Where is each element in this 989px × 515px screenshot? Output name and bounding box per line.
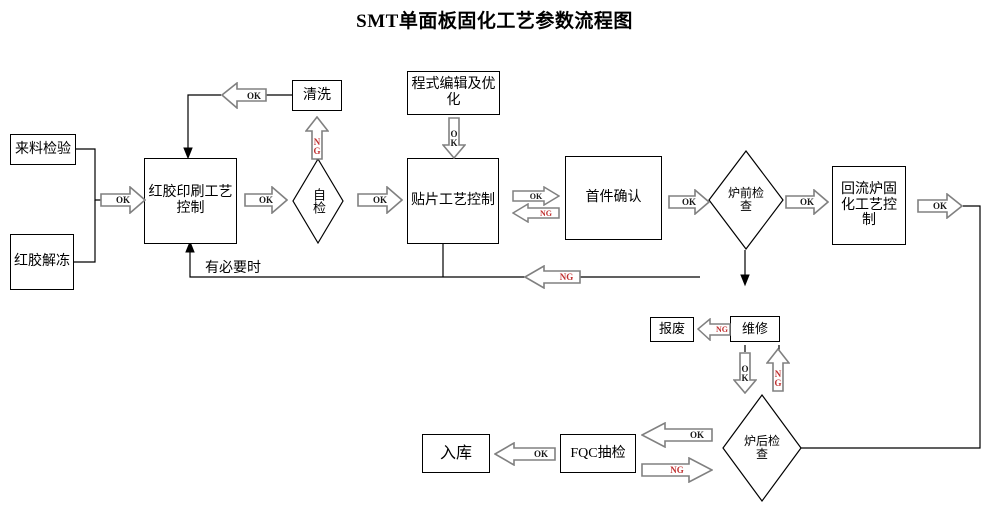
- decision-post-oven-check[interactable]: 炉后检查: [722, 393, 802, 503]
- node-cleaning[interactable]: 清洗: [292, 80, 342, 111]
- arrow-label: NG: [773, 369, 783, 387]
- node-glue-print-control[interactable]: 红胶印刷工艺控制: [144, 158, 237, 244]
- arrow-label: OK: [246, 90, 261, 101]
- decision-pre-oven-check[interactable]: 炉前检查: [708, 150, 784, 250]
- decision-label: 自检: [311, 188, 327, 214]
- arrow-start-to-print: OK: [100, 186, 146, 214]
- arrow-label: OK: [681, 197, 696, 207]
- arrow-selfcheck-to-mount: OK: [357, 186, 403, 214]
- arrow-label: NG: [716, 325, 728, 334]
- decision-label-text: 炉前检查: [728, 186, 765, 213]
- arrow-label: NG: [540, 208, 552, 218]
- arrow-label: NG: [670, 465, 684, 475]
- arrow-preoven-to-reflow: OK: [785, 189, 829, 215]
- arrow-label: NG: [559, 272, 574, 282]
- arrow-first-article-ng-to-mount: NG: [512, 203, 560, 223]
- node-label: 贴片工艺控制: [411, 193, 495, 209]
- arrow-fqc-to-warehouse: OK: [494, 442, 556, 466]
- arrow-label: OK: [258, 195, 273, 205]
- arrow-label: NG: [312, 137, 322, 155]
- arrow-fqc-ng-out: NG: [641, 457, 713, 483]
- arrow-reflow-to-postoven: OK: [917, 193, 963, 219]
- diamond-shape: [292, 157, 344, 245]
- node-label: 入库: [439, 444, 472, 462]
- node-label: 红胶解冻: [14, 254, 70, 270]
- node-label: FQC抽检: [570, 445, 626, 461]
- arrow-program-to-mount: OK: [442, 117, 466, 159]
- node-label: 报废: [658, 321, 685, 337]
- arrow-first-article-to-preoven: OK: [668, 189, 710, 215]
- node-label: 维修: [741, 320, 768, 336]
- arrow-print-to-selfcheck: OK: [244, 186, 288, 214]
- diamond-shape: [708, 150, 784, 250]
- node-first-article-confirm[interactable]: 首件确认: [565, 156, 662, 240]
- node-mount-process-control[interactable]: 贴片工艺控制: [407, 158, 499, 244]
- arrow-label: OK: [529, 191, 543, 201]
- arrow-repair-ng-to-scrap: NG: [697, 318, 731, 341]
- node-glue-thawing[interactable]: 红胶解冻: [10, 234, 74, 290]
- label-if-necessary: 有必要时: [205, 261, 261, 276]
- node-fqc-sampling[interactable]: FQC抽检: [560, 434, 636, 473]
- arrow-cleaning-to-print: OK: [221, 82, 267, 109]
- node-scrap[interactable]: 报废: [650, 317, 694, 342]
- node-label: 红胶印刷工艺控制: [148, 185, 233, 216]
- arrow-postoven-ng-up-repair: NG: [766, 348, 790, 392]
- arrow-mount-to-first-article: OK: [512, 186, 560, 206]
- diamond-shape: [722, 393, 802, 503]
- arrow-postoven-ok-down: OK: [733, 352, 757, 394]
- arrow-label: OK: [115, 195, 130, 205]
- node-warehouse[interactable]: 入库: [422, 434, 490, 473]
- decision-label: 炉前检查: [708, 150, 784, 250]
- node-label: 清洗: [303, 87, 331, 103]
- arrow-postoven-ok-to-fqc: OK: [641, 422, 713, 448]
- arrow-label: OK: [533, 449, 548, 459]
- decision-label-text: 炉后检查: [744, 434, 781, 461]
- arrow-label: OK: [740, 364, 750, 382]
- arrow-selfcheck-ng-to-cleaning: NG: [305, 116, 329, 160]
- arrow-label: OK: [449, 129, 459, 147]
- page-title: SMT单面板固化工艺参数流程图: [356, 11, 633, 32]
- arrow-preoven-ng-back: NG: [524, 265, 581, 289]
- node-label: 回流炉固化工艺控制: [841, 181, 897, 229]
- decision-label: 炉后检查: [722, 394, 802, 502]
- node-label: 首件确认: [585, 190, 642, 206]
- node-reflow-cure-control[interactable]: 回流炉固化工艺控制: [832, 166, 906, 245]
- arrow-label: OK: [689, 430, 704, 440]
- node-incoming-inspection[interactable]: 来料检验: [10, 134, 76, 165]
- decision-self-check[interactable]: 自检: [292, 157, 344, 245]
- arrow-label: OK: [372, 195, 387, 205]
- node-program-edit-optimize[interactable]: 程式编辑及优化: [407, 71, 500, 115]
- node-label: 来料检验: [15, 141, 71, 157]
- arrow-label: OK: [799, 197, 814, 207]
- arrow-label: OK: [932, 201, 947, 211]
- node-label: 程式编辑及优化: [411, 77, 496, 108]
